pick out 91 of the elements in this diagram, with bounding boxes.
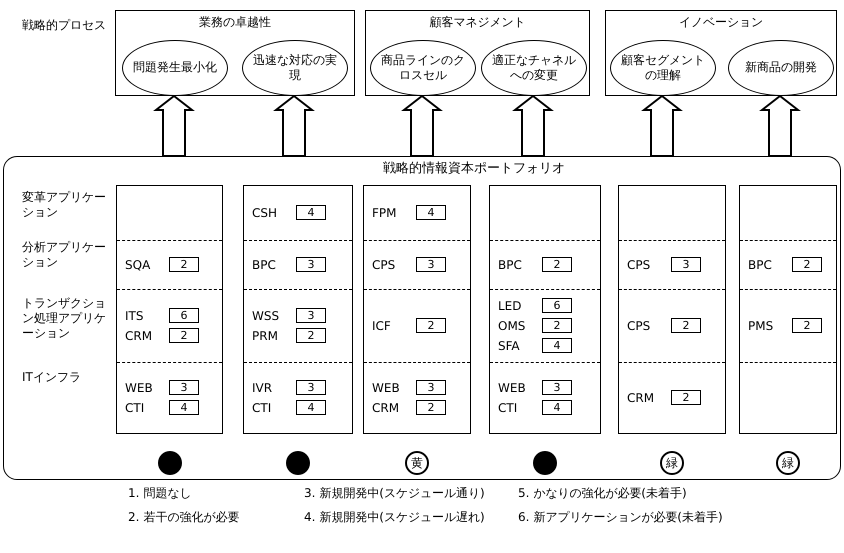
portfolio-panel [3, 156, 841, 480]
status-number-box: 3 [169, 380, 199, 396]
application-code: ITS [125, 310, 144, 322]
status-number-box: 2 [792, 318, 822, 334]
application-code: CRM [125, 330, 154, 342]
application-column [489, 185, 601, 434]
status-number-box: 2 [296, 328, 326, 344]
row-label: 戦略的プロセス [22, 18, 107, 33]
row-label: 分析アプリケーション [22, 240, 107, 270]
application-code: CPS [627, 320, 652, 332]
status-number-box: 2 [671, 390, 701, 406]
group-title: イノベーション [678, 15, 764, 30]
block-arrow [512, 94, 554, 157]
block-arrow [273, 94, 315, 157]
status-number-box: 2 [671, 318, 701, 334]
application-code: SFA [498, 340, 521, 352]
legend-note: 3. 新規開発中(スケジュール通り) [304, 486, 486, 501]
process-ellipse: 顧客セグメントの理解 [610, 40, 716, 96]
application-column [243, 185, 353, 434]
application-code: WSS [252, 310, 280, 322]
application-code: BPC [748, 258, 773, 271]
application-code: WEB [372, 382, 401, 394]
process-group-box [365, 10, 590, 96]
status-number-box: 2 [169, 328, 199, 344]
application-code: WEB [125, 382, 154, 394]
status-number-box: 4 [542, 400, 572, 416]
status-number-box: 3 [296, 380, 326, 396]
application-code: CRM [372, 402, 400, 414]
legend-note: 1. 問題なし [128, 486, 192, 501]
legend-note: 4. 新規開発中(スケジュール遅れ) [304, 510, 486, 525]
panel-title: 戦略的情報資本ポートフォリオ [382, 161, 566, 178]
process-ellipse: 新商品の開発 [728, 40, 834, 96]
application-code: LED [498, 300, 523, 312]
application-code: CTI [125, 402, 146, 414]
group-title: 業務の卓越性 [198, 15, 272, 30]
status-number-box: 2 [416, 400, 446, 416]
application-code: BPC [252, 258, 277, 271]
status-number-box: 4 [296, 400, 326, 416]
application-code: PRM [252, 330, 279, 342]
status-number-box: 3 [671, 257, 701, 272]
application-code: IVR [252, 382, 274, 394]
legend-note: 5. かなりの強化が必要(未着手) [518, 486, 688, 501]
status-number-box: 2 [542, 257, 572, 272]
status-number-box: 2 [169, 257, 199, 272]
application-column [116, 185, 223, 434]
application-code: FPM [372, 206, 398, 219]
status-number-box: 3 [542, 380, 572, 396]
process-group-box [605, 10, 837, 96]
block-arrow [641, 94, 683, 157]
application-code: PMS [748, 320, 774, 332]
block-arrow [759, 94, 801, 157]
application-column [363, 185, 471, 434]
process-ellipse: 適正なチャネルへの変更 [481, 40, 587, 96]
status-number-box: 6 [542, 298, 572, 314]
status-number-box: 4 [416, 205, 446, 220]
status-number-box: 2 [792, 257, 822, 272]
status-number-box: 3 [416, 380, 446, 396]
legend-note: 2. 若干の強化が必要 [128, 510, 240, 525]
application-code: ICF [372, 320, 392, 332]
group-title: 顧客マネジメント [428, 15, 526, 30]
process-group-box [115, 10, 355, 96]
block-arrow [401, 94, 443, 157]
application-column [618, 185, 726, 434]
application-code: BPC [498, 258, 523, 271]
row-label: ITインフラ [22, 370, 82, 385]
process-ellipse: 商品ラインのクロスセル [370, 40, 476, 96]
application-code: WEB [498, 382, 527, 394]
status-number-box: 3 [416, 257, 446, 272]
status-number-box: 4 [542, 338, 572, 354]
row-label: トランザクション処理アプリケーション [22, 296, 107, 341]
status-number-box: 2 [416, 318, 446, 334]
status-number-box: 3 [296, 308, 326, 324]
status-number-box: 2 [542, 318, 572, 334]
application-code: CPS [627, 258, 652, 271]
application-code: CRM [627, 392, 656, 404]
status-number-box: 3 [296, 257, 326, 272]
application-code: SQA [125, 258, 152, 271]
application-column [739, 185, 837, 434]
status-number-box: 4 [169, 400, 199, 416]
application-code: OMS [498, 320, 526, 332]
application-code: CPS [372, 258, 396, 271]
process-ellipse: 問題発生最小化 [122, 40, 228, 96]
application-code: CSH [252, 206, 278, 219]
legend-note: 6. 新アプリケーションが必要(未着手) [518, 510, 724, 525]
process-ellipse: 迅速な対応の実現 [242, 40, 348, 96]
application-code: CTI [498, 402, 518, 414]
block-arrow [153, 94, 195, 157]
status-number-box: 4 [296, 205, 326, 220]
application-code: CTI [252, 402, 272, 414]
status-number-box: 6 [169, 308, 199, 324]
row-label: 変革アプリケーション [22, 190, 107, 220]
